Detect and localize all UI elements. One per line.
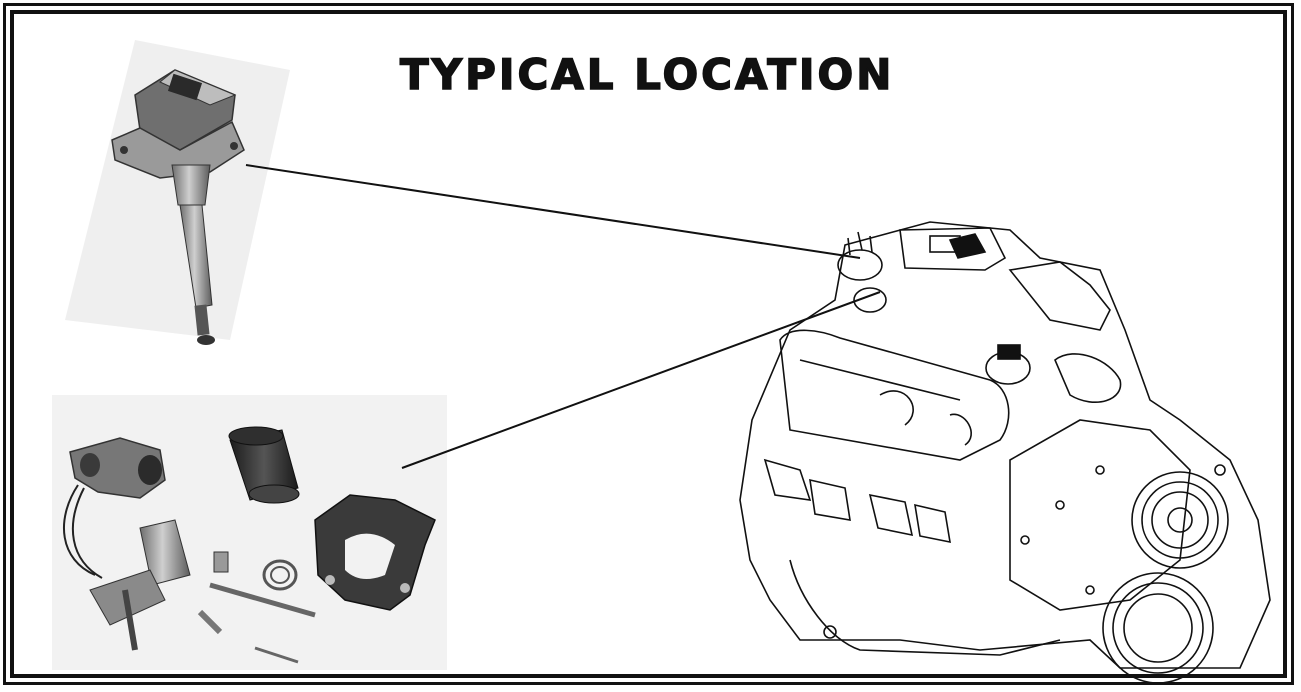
outer-border [3,3,1294,685]
sensor-parts-kit-photo [52,395,447,670]
leader-line-parts-kit [401,291,881,469]
page-title: TYPICAL LOCATION [399,49,895,100]
engine-line-drawing [739,221,1271,684]
assembled-sensor-photo [65,40,290,345]
leader-line-sensor [245,164,861,259]
